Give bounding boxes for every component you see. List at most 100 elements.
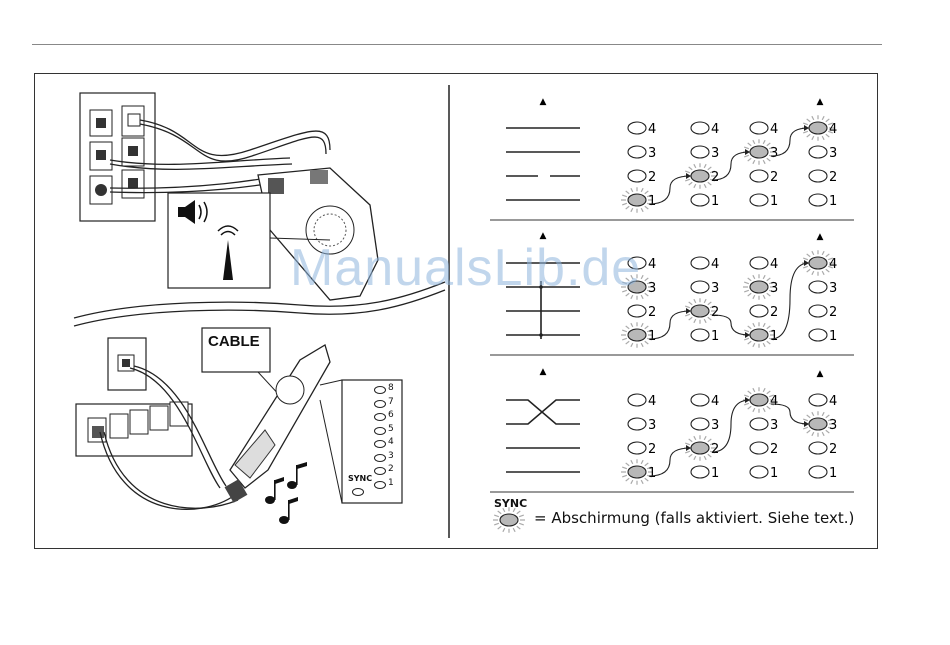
led-lit [809,122,827,134]
led-number: 4 [770,257,778,272]
led-off [750,418,768,430]
led-number: 3 [829,146,837,161]
panel-led-number: 3 [388,451,394,461]
cable-callout-label: CABLE [208,333,260,350]
led-off [691,122,709,134]
direction-marker: ▲ [540,367,547,377]
watermark: ManualsLib.de [290,238,641,298]
panel-led-number: 5 [388,424,394,434]
led-number: 3 [648,418,656,433]
led-lit [628,194,646,206]
led-lit [628,329,646,341]
legend-sync-label: SYNC [494,497,527,510]
led-off [809,170,827,182]
led-number: 2 [648,305,656,320]
led-off [809,305,827,317]
led-lit [691,442,709,454]
led-number: 1 [829,329,837,344]
led-number: 4 [770,394,778,409]
led-number: 3 [829,418,837,433]
signal-arrowhead [686,173,691,179]
led-off [691,394,709,406]
led-number: 1 [711,466,719,481]
panel-led-number: 8 [388,383,394,393]
led-off [750,257,768,269]
led-number: 4 [829,257,837,272]
led-number: 2 [770,170,778,185]
panel-led [374,481,386,489]
led-number: 3 [648,146,656,161]
led-number: 1 [770,194,778,209]
led-number: 2 [829,442,837,457]
led-number: 4 [711,394,719,409]
panel-led [374,454,386,462]
led-number: 1 [770,329,778,344]
led-off [691,281,709,293]
led-number: 1 [829,194,837,209]
signal-arrowhead [804,125,809,131]
led-off [750,122,768,134]
signal-arrow [771,263,809,339]
led-number: 3 [711,146,719,161]
signal-arrowhead [804,421,809,427]
panel-led [374,440,386,448]
led-lit [691,170,709,182]
direction-marker: ▲ [817,232,824,242]
led-number: 1 [711,194,719,209]
led-off [691,257,709,269]
led-off [750,305,768,317]
led-number: 4 [648,257,656,272]
led-number: 2 [648,442,656,457]
led-off [691,418,709,430]
led-number: 4 [711,122,719,137]
led-number: 4 [648,394,656,409]
led-off [628,122,646,134]
led-number: 2 [711,170,719,185]
led-number: 1 [711,329,719,344]
led-lit [750,146,768,158]
panel-led [374,467,386,475]
led-off [628,305,646,317]
panel-led-number: 7 [388,397,394,407]
wire-crossed [506,400,580,424]
led-off [628,418,646,430]
led-off [691,329,709,341]
panel-led [374,427,386,435]
led-number: 2 [711,305,719,320]
signal-arrowhead [745,149,750,155]
panel-led [374,400,386,408]
led-number: 3 [648,281,656,296]
signal-arrowhead [745,397,750,403]
led-lit [628,466,646,478]
signal-arrowhead [804,260,809,266]
led-off [750,442,768,454]
led-off [691,466,709,478]
led-number: 3 [711,418,719,433]
direction-marker: ▲ [540,97,547,107]
direction-marker: ▲ [817,97,824,107]
legend-text: = Abschirmung (falls aktiviert. Siehe te… [534,509,854,527]
led-off [809,281,827,293]
led-number: 3 [711,281,719,296]
led-number: 1 [829,466,837,481]
led-number: 2 [829,170,837,185]
led-off [809,442,827,454]
led-off [809,394,827,406]
patch-panel [76,402,192,456]
panel-led-number: 1 [388,478,394,488]
wiring-diagrams: ▲▲4321432143214321▲▲4321432143214321▲▲43… [493,97,837,533]
led-lit [691,305,709,317]
led-off [628,442,646,454]
led-number: 3 [770,418,778,433]
led-number: 4 [829,122,837,137]
legend-led [500,514,518,526]
led-off [750,170,768,182]
panel-led [374,386,386,394]
led-off [628,146,646,158]
led-off [691,194,709,206]
led-number: 4 [648,122,656,137]
panel-led-number: 4 [388,437,394,447]
led-lit [809,418,827,430]
jack-plate [108,338,146,390]
direction-marker: ▲ [817,369,824,379]
